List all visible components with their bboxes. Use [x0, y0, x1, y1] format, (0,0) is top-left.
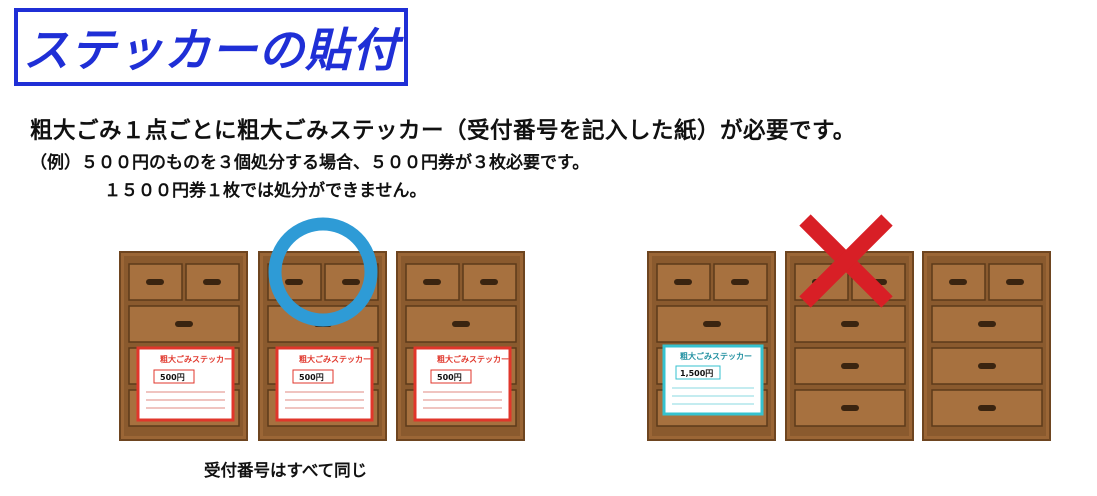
sticker-price: 500円 — [160, 373, 185, 382]
dresser-1: 粗大ごみステッカー 500円 — [119, 251, 248, 441]
title-banner: ステッカーの貼付 — [14, 8, 408, 86]
sticker-1500: 粗大ごみステッカー 1,500円 — [662, 344, 764, 416]
dresser-5 — [785, 251, 914, 441]
dresser-6 — [922, 251, 1051, 441]
instruction-example-note: １５００円券１枚では処分ができません。 — [104, 181, 427, 201]
sticker-title: 粗大ごみステッカー — [160, 354, 232, 364]
instruction-example: （例）５００円のものを３個処分する場合、５００円券が３枚必要です。 — [30, 153, 590, 173]
sticker-price: 500円 — [299, 373, 324, 382]
sticker-title: 粗大ごみステッカー — [299, 354, 371, 364]
instruction-main: 粗大ごみ１点ごとに粗大ごみステッカー（受付番号を記入した紙）が必要です。 — [30, 118, 856, 144]
sticker-title: 粗大ごみステッカー — [680, 351, 752, 361]
sticker-500-2: 粗大ごみステッカー 500円 — [275, 346, 374, 422]
correct-circle-icon — [268, 217, 378, 327]
sticker-500-1: 粗大ごみステッカー 500円 — [136, 346, 235, 422]
sticker-price: 500円 — [437, 373, 462, 382]
page-title: ステッカーの貼付 — [23, 23, 399, 77]
incorrect-cross-icon — [799, 214, 893, 308]
dresser-3: 粗大ごみステッカー 500円 — [396, 251, 525, 441]
caption-same-number: 受付番号はすべて同じ — [204, 461, 368, 480]
sticker-500-3: 粗大ごみステッカー 500円 — [413, 346, 512, 422]
dresser-4: 粗大ごみステッカー 1,500円 — [647, 251, 776, 441]
sticker-title: 粗大ごみステッカー — [437, 354, 509, 364]
sticker-price: 1,500円 — [680, 369, 713, 378]
